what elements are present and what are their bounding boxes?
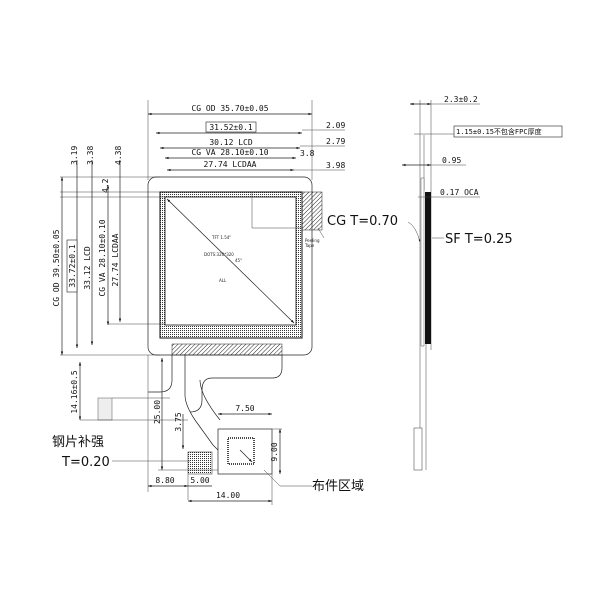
- vertical-dimensions: CG OD 39.50±0.05 33.72±0.1 33.12 LCD CG …: [52, 146, 165, 356]
- peeling-tape-label-1: Peeling: [305, 238, 320, 243]
- lcdaa-height: 27.74 LCDAA: [111, 233, 120, 286]
- dim-2-09: 2.09: [326, 121, 345, 130]
- cg-od-width: CG OD 35.70±0.05: [191, 104, 268, 113]
- cg-od-height: CG OD 39.50±0.05: [52, 229, 61, 306]
- dim-7-50: 7.50: [235, 404, 254, 413]
- dim-25-00: 25.00: [153, 400, 162, 424]
- fpc-dimensions: 14.16±0.5 25.00 3.75 7.50 9.00 8.80 5.00…: [52, 355, 364, 505]
- dim-0-95: 0.95: [442, 156, 461, 165]
- panel-dots: DOTS:320*320: [204, 252, 234, 257]
- dim-2-79: 2.79: [326, 137, 345, 146]
- cg-thickness: CG T=0.70: [327, 214, 398, 229]
- fpc: [80, 343, 283, 475]
- horizontal-dimensions: CG OD 35.70±0.05 31.52±0.1 30.12 LCD CG …: [147, 100, 345, 180]
- dim-4-2: 4.2: [101, 178, 110, 193]
- stiffener-thickness: T=0.20: [61, 455, 110, 470]
- thickness-note: 1.15±0.15不包含FPC厚度: [456, 127, 542, 136]
- cover-glass: Peeling Tape TFT 1.54" DOTS:320*320 45° …: [147, 176, 398, 356]
- component-area-label: 布件区域: [312, 479, 364, 494]
- dim-8-80: 8.80: [155, 476, 174, 485]
- cg-va-width: CG VA 28.10±0.10: [191, 148, 268, 157]
- panel-model: TFT 1.54": [211, 235, 231, 240]
- panel-all: ALL: [219, 278, 227, 283]
- dim-9-00: 9.00: [270, 442, 279, 461]
- total-thickness: 2.3±0.2: [444, 95, 478, 104]
- sf-thickness: SF T=0.25: [445, 232, 513, 247]
- panel-angle: 45°: [235, 258, 242, 263]
- side-view: 2.3±0.2 1.15±0.15不包含FPC厚度 0.95 0.17 OCA …: [402, 95, 563, 471]
- cg-va-height: CG VA 28.10±0.10: [98, 219, 107, 296]
- dim-14-16: 14.16±0.5: [70, 370, 79, 414]
- stiffener-label: 钢片补强: [52, 435, 104, 450]
- boxed-width: 31.52±0.1: [209, 123, 253, 132]
- lcd-width: 30.12 LCD: [209, 138, 253, 147]
- lcdaa-width: 27.74 LCDAA: [204, 160, 257, 169]
- dim-5-00: 5.00: [190, 476, 209, 485]
- oca-thickness: 0.17 OCA: [440, 188, 479, 197]
- dim-3-98: 3.98: [326, 161, 345, 170]
- boxed-height: 33.72±0.1: [68, 244, 77, 288]
- dim-4-38: 4.38: [114, 146, 123, 165]
- lcd-height: 33.12 LCD: [83, 246, 92, 290]
- dim-3-38: 3.38: [86, 146, 95, 165]
- dim-3-75: 3.75: [174, 412, 183, 431]
- dim-3-8: 3.8: [300, 149, 315, 158]
- peeling-tape-label-2: Tape: [304, 243, 315, 248]
- dim-3-19: 3.19: [70, 146, 79, 165]
- dim-14-00: 14.00: [216, 491, 240, 500]
